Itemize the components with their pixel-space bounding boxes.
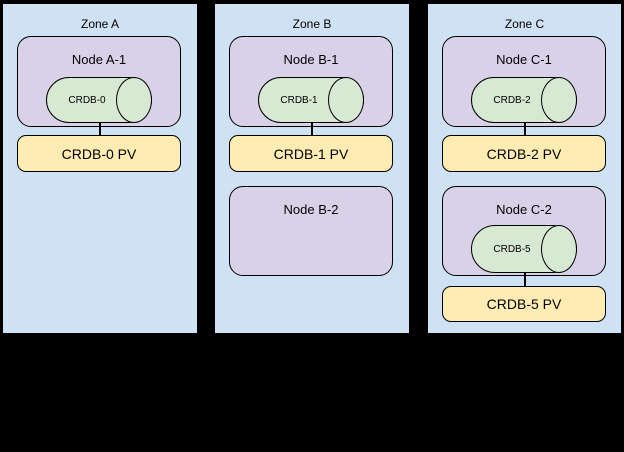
pv-box-crdb-5: CRDB-5 PV: [442, 286, 606, 322]
connector-line: [524, 123, 526, 136]
node-b-1-label: Node B-1: [283, 52, 339, 67]
pv-crdb-0-label: CRDB-0 PV: [61, 145, 137, 162]
connector-line: [99, 123, 101, 136]
connector-line: [524, 273, 526, 286]
cylinder-cap-icon: [541, 225, 577, 273]
zone-a: Zone A Node A-1 CRDB-0 CRDB-0 PV: [2, 3, 198, 334]
node-c-1-label: Node C-1: [496, 52, 552, 67]
zone-b-title: Zone B: [292, 17, 332, 31]
connector-line: [311, 123, 313, 136]
node-a-1: Node A-1 CRDB-0: [17, 36, 181, 127]
pv-crdb-2-label: CRDB-2 PV: [486, 145, 562, 162]
zone-b: Zone B Node B-1 CRDB-1 CRDB-1 PV Node B-…: [214, 3, 410, 334]
zone-c-title: Zone C: [504, 17, 545, 31]
node-c-1: Node C-1 CRDB-2: [442, 36, 606, 127]
cylinder-cap-icon: [541, 77, 577, 123]
node-b-2-label: Node B-2: [283, 202, 339, 217]
pv-box-crdb-0: CRDB-0 PV: [17, 135, 181, 172]
crdb-1-label: CRDB-1: [280, 94, 318, 106]
node-a-1-label: Node A-1: [71, 52, 127, 67]
database-cylinder-crdb-5: CRDB-5: [471, 225, 577, 273]
crdb-0-label: CRDB-0: [68, 94, 106, 106]
database-cylinder-crdb-0: CRDB-0: [46, 77, 152, 123]
crdb-5-label: CRDB-5: [493, 243, 531, 255]
node-b-1: Node B-1 CRDB-1: [229, 36, 393, 127]
pv-crdb-1-label: CRDB-1 PV: [273, 145, 349, 162]
database-cylinder-crdb-1: CRDB-1: [258, 77, 364, 123]
database-cylinder-crdb-2: CRDB-2: [471, 77, 577, 123]
zone-a-title: Zone A: [80, 17, 120, 31]
pv-box-crdb-1: CRDB-1 PV: [229, 135, 393, 172]
crdb-2-label: CRDB-2: [493, 94, 531, 106]
node-c-2: Node C-2 CRDB-5: [442, 186, 606, 276]
cylinder-cap-icon: [328, 77, 364, 123]
node-b-2: Node B-2: [229, 186, 393, 276]
cylinder-cap-icon: [116, 77, 152, 123]
pv-box-crdb-2: CRDB-2 PV: [442, 135, 606, 172]
pv-crdb-5-label: CRDB-5 PV: [486, 296, 562, 312]
node-c-2-label: Node C-2: [496, 202, 552, 217]
zone-c: Zone C Node C-1 CRDB-2 CRDB-2 PV Node C-…: [427, 3, 622, 334]
